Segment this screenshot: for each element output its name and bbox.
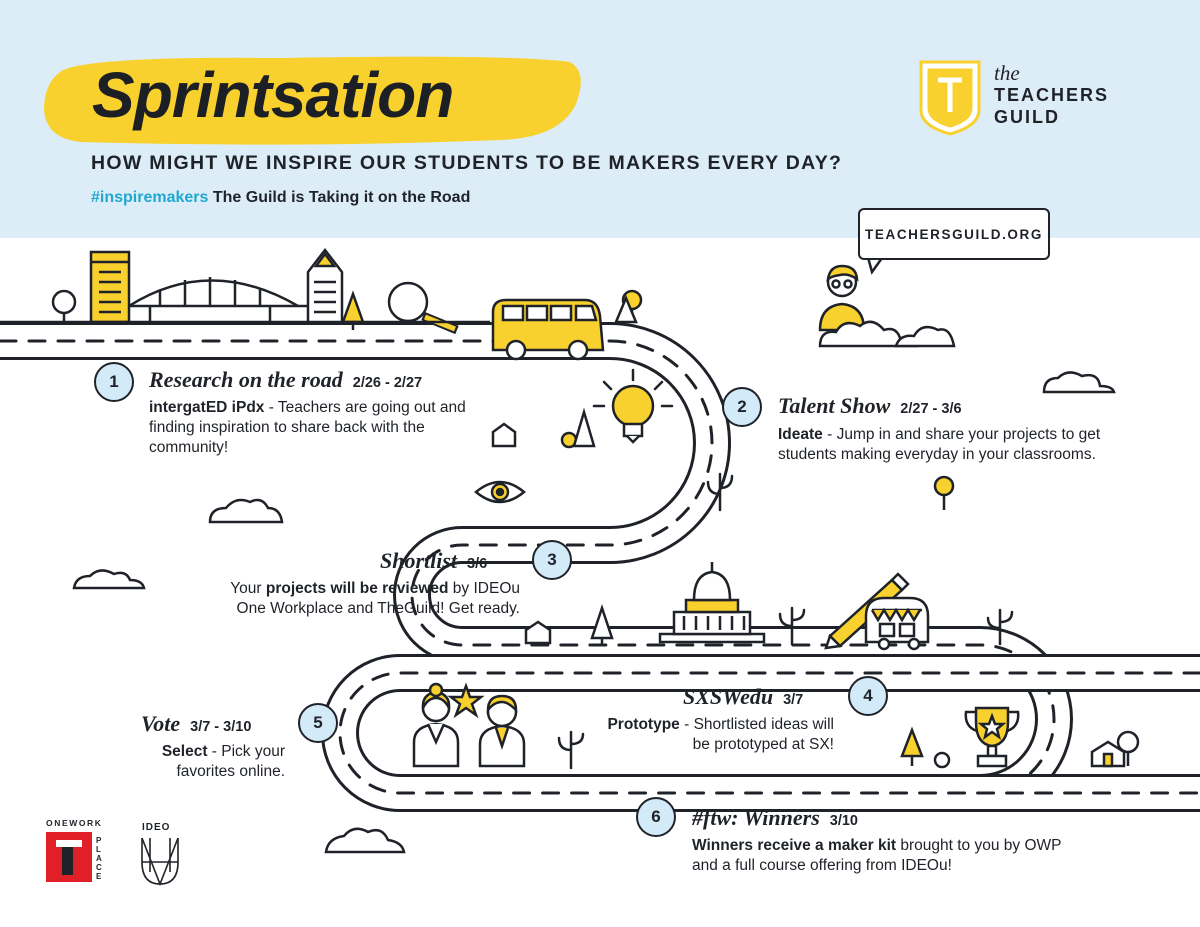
tree-icon	[51, 289, 77, 322]
house-icon	[491, 422, 517, 448]
house-icon	[1090, 730, 1140, 768]
star-icon	[447, 682, 485, 719]
lightbulb-icon	[592, 368, 674, 444]
website-link[interactable]: TEACHERSGUILD.ORG	[858, 208, 1050, 260]
guild-logo: the TEACHERS GUILD	[994, 62, 1109, 128]
title-highlight	[44, 56, 581, 145]
hashtag-link[interactable]: #inspiremakers	[91, 189, 209, 206]
guiding-question: HOW MIGHT WE INSPIRE OUR STUDENTS TO BE …	[91, 152, 843, 174]
logo-line-the: the	[994, 61, 1020, 85]
step-3-badge: 3	[532, 540, 572, 580]
step-3-date: 3/6	[467, 556, 488, 572]
step-5-description: Select - Pick your favorites online.	[161, 743, 285, 780]
airstream-icon	[864, 596, 930, 651]
owp-logo-text: ONEWORK	[46, 818, 103, 828]
cactus-icon	[557, 730, 585, 770]
step-1-description: intergatED iPdx - Teachers are going out…	[149, 399, 466, 456]
owp-logo-icon	[46, 832, 92, 882]
cactus-icon	[778, 606, 806, 646]
owp-logo-side-text: PLACE	[96, 836, 102, 881]
step-5-date: 3/7 - 3/10	[190, 719, 252, 735]
building-icon	[89, 250, 131, 324]
bridge-icon	[128, 277, 310, 322]
step-4-date: 3/7	[783, 692, 804, 708]
step-6-badge: 6	[636, 797, 676, 837]
tree-icon	[560, 407, 596, 449]
tree-icon	[590, 604, 614, 644]
step-2-description: Ideate - Jump in and share your projects…	[778, 426, 1101, 463]
teacher-icon	[818, 249, 884, 332]
tree-icon	[933, 475, 955, 510]
cactus-icon	[706, 472, 734, 512]
tower-icon	[306, 247, 344, 322]
cloud-icon	[72, 320, 1116, 854]
step-4-description: Prototype - Shortlisted ideas will be pr…	[607, 716, 834, 753]
logo-line-teachers: TEACHERS	[994, 85, 1110, 105]
title-banner: Sprintsation	[40, 52, 588, 152]
step-6-description: Winners receive a maker kit brought to y…	[692, 837, 1062, 874]
tree-icon	[614, 289, 643, 324]
skyline	[0, 247, 490, 335]
page-title: Sprintsation	[92, 59, 454, 131]
ideo-logo-text: IDEO	[142, 822, 171, 833]
logo-line-guild: GUILD	[994, 107, 1060, 127]
trophy-icon	[964, 706, 1020, 768]
eye-icon	[474, 480, 526, 504]
house-icon	[524, 620, 552, 645]
tagline-text: The Guild is Taking it on the Road	[212, 189, 471, 206]
tree-icon	[900, 726, 924, 766]
step-2-badge: 2	[722, 387, 762, 427]
cactus-icon	[986, 608, 1014, 646]
people-icon	[412, 682, 526, 768]
step-1-badge: 1	[94, 362, 134, 402]
capitol-icon	[658, 562, 766, 644]
step-4-badge: 4	[848, 676, 888, 716]
step-6-date: 3/10	[829, 813, 858, 829]
ideou-logo-icon	[141, 837, 179, 887]
van-icon	[491, 298, 605, 361]
tagline: #inspiremakers The Guild is Taking it on…	[91, 189, 470, 207]
step-2-date: 2/27 - 3/6	[900, 401, 962, 417]
guild-emblem-icon	[919, 60, 981, 136]
tree-icon	[933, 751, 951, 769]
step-3-description: Your projects will be reviewed by IDEOu …	[230, 580, 520, 617]
step-5-badge: 5	[298, 703, 338, 743]
step-1-date: 2/26 - 2/27	[352, 375, 423, 391]
road	[0, 322, 1200, 812]
